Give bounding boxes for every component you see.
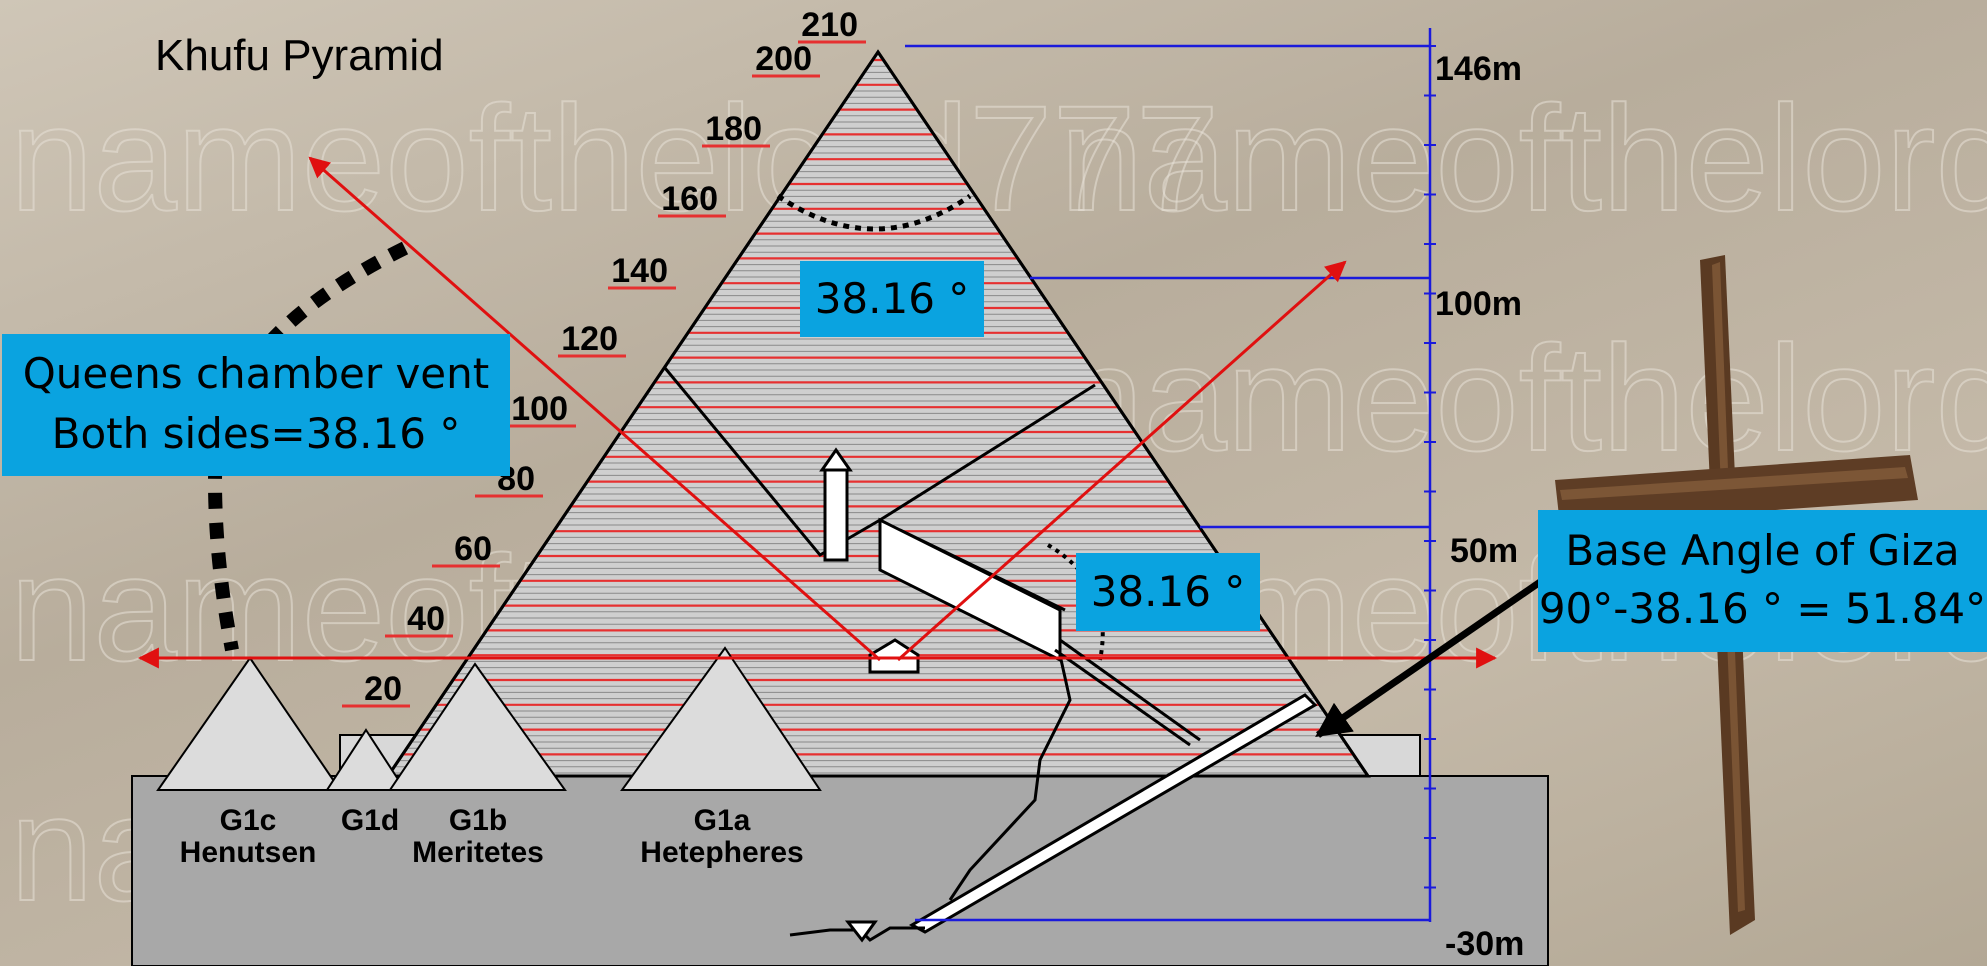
queens-vent-line1: Queens chamber vent [22, 349, 490, 398]
height-tick-label: 160 [661, 180, 718, 218]
watermark-text: nameofthelord777 [1060, 314, 1987, 482]
base-angle-line1: Base Angle of Giza [1565, 526, 1960, 575]
scale-label-minus30m: -30m [1445, 925, 1524, 963]
angle-mid-callout: 38.16 ° [1076, 553, 1260, 631]
queens-vent-line2: Both sides=38.16 ° [51, 409, 461, 458]
label-g1c-code: G1c [220, 804, 277, 837]
height-tick-label: 210 [801, 6, 858, 44]
angle-arrows [137, 156, 1498, 669]
label-g1d-code: G1d [341, 804, 399, 837]
queens-pyramids [156, 646, 822, 791]
height-tick-label: 100 [511, 390, 568, 428]
label-g1a-code: G1a [694, 804, 751, 837]
height-tick-label: 20 [364, 670, 402, 708]
height-tick-label: 200 [755, 40, 812, 78]
watermark-text: nameofthelord777 [10, 74, 1219, 242]
pyramid-g1a [620, 646, 822, 791]
vent-arc [207, 241, 409, 652]
vent-arrow-left [308, 156, 881, 662]
scale-labels: 146m 100m 50m -30m [1435, 50, 1524, 963]
scale-label-50m: 50m [1450, 532, 1518, 570]
watermark-text: nameofthelord777 [1060, 74, 1987, 242]
scale-label-100m: 100m [1435, 285, 1522, 323]
pyramid-g1b [388, 662, 567, 791]
label-g1c-name: Henutsen [180, 836, 317, 869]
label-g1b-name: Meritetes [412, 836, 544, 869]
height-tick-label: 120 [561, 320, 618, 358]
small-pyramid-labels: G1c Henutsen G1d G1b Meritetes G1a Hetep… [180, 804, 804, 869]
angle-top-callout: 38.16 ° [800, 261, 984, 337]
scale-label-146m: 146m [1435, 50, 1522, 88]
base-angle-line2: 90°-38.16 ° = 51.84° [1538, 584, 1987, 633]
label-g1a-name: Hetepheres [640, 836, 803, 869]
base-angle-callout: Base Angle of Giza 90°-38.16 ° = 51.84° [1538, 510, 1987, 652]
queens-vent-callout: Queens chamber vent Both sides=38.16 ° [2, 334, 510, 476]
ground-section [131, 775, 1549, 966]
diagram-title: Khufu Pyramid [155, 31, 444, 80]
height-tick-label: 140 [611, 252, 668, 290]
height-scale [905, 28, 1432, 922]
label-g1b-code: G1b [449, 804, 507, 837]
base-angle-pointer [1315, 577, 1545, 738]
vent-arrow-right [897, 260, 1347, 662]
height-tick-label: 180 [705, 110, 762, 148]
height-tick-label: 40 [407, 600, 445, 638]
pyramid-g1d [325, 728, 407, 791]
pyramid-interior [663, 193, 1318, 943]
height-tick-label: 60 [454, 530, 492, 568]
pyramid-g1c [156, 656, 342, 791]
